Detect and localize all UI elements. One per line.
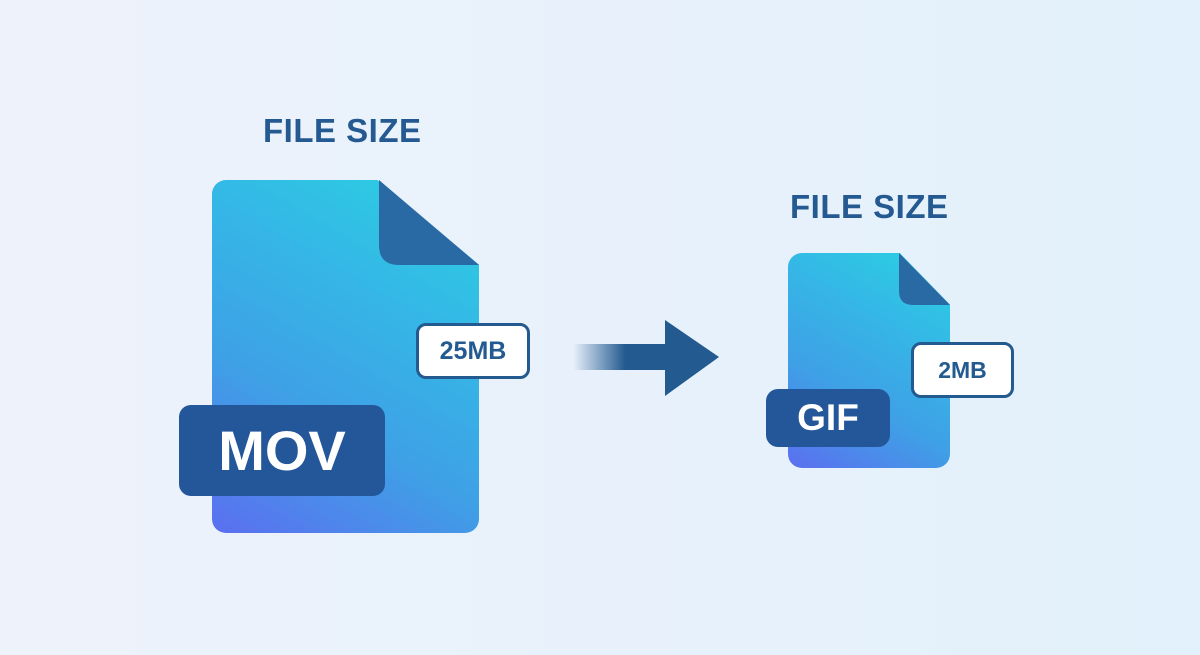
source-file-icon: 25MB MOV xyxy=(179,180,530,533)
target-file-icon: 2MB GIF xyxy=(766,253,1014,468)
target-file-heading: FILE SIZE xyxy=(790,188,949,225)
target-format-badge: GIF xyxy=(766,389,890,447)
target-size-badge: 2MB xyxy=(911,342,1014,398)
file-fold-icon xyxy=(899,253,950,305)
file-fold-icon xyxy=(379,180,479,265)
source-size-badge: 25MB xyxy=(416,323,530,379)
arrow-right-icon xyxy=(573,320,719,396)
source-format-badge: MOV xyxy=(179,405,385,496)
source-file-heading: FILE SIZE xyxy=(263,112,422,149)
